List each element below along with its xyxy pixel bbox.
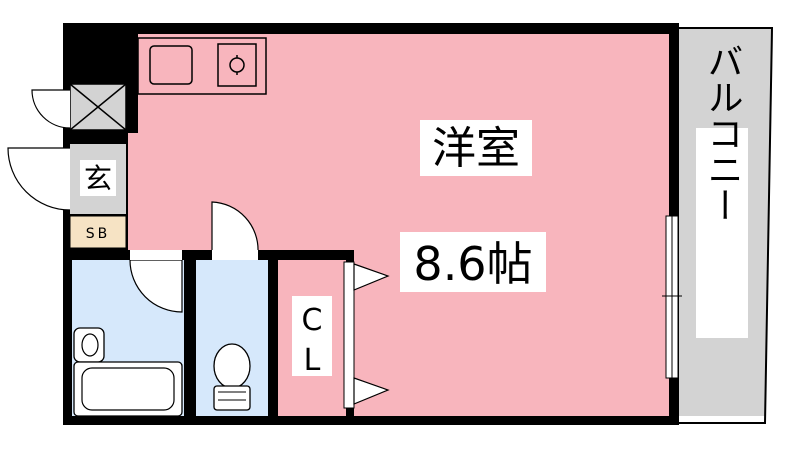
- western-room-floor: [128, 34, 669, 250]
- entrance-label-bg: [80, 160, 116, 196]
- utility-shaft-cross-2: [69, 83, 127, 131]
- western-room-label-bg: [420, 120, 532, 176]
- bathtub-icon: [73, 361, 183, 417]
- door-gap-bath: [130, 250, 182, 260]
- door-gap-toilet: [212, 250, 258, 260]
- closet-label-bg: [292, 296, 332, 376]
- western-room-size: 8.6帖: [413, 237, 532, 291]
- wall-bath-toilet: [184, 250, 196, 425]
- western-room-label: 洋室: [432, 123, 520, 174]
- wall-entry-lower: [126, 140, 128, 250]
- shoe-box-label: SB: [86, 226, 111, 242]
- bathroom-door-swing: [129, 259, 183, 313]
- door-swing-upper: [31, 89, 71, 129]
- wash-basin-bowl: [81, 333, 99, 357]
- wash-basin-icon: [73, 327, 105, 363]
- toilet-bowl-icon: [213, 343, 251, 389]
- wall-toilet-closet: [268, 250, 278, 425]
- closet-label-c: C: [302, 303, 323, 338]
- closet-door-leaf-lower: [353, 377, 390, 405]
- door-swing-entrance: [7, 147, 71, 211]
- wall-bath-top: [63, 250, 354, 260]
- toilet-door-swing: [211, 201, 259, 253]
- balcony-rail: [679, 27, 774, 424]
- western-room-size-bg: [400, 232, 546, 292]
- closet-door-leaf-upper: [353, 263, 390, 291]
- entrance-label: 玄: [84, 162, 112, 195]
- balcony-label: バルコニー: [702, 43, 743, 223]
- closet-label-l: L: [304, 343, 321, 378]
- bathtub-inner: [81, 367, 175, 411]
- toilet-tank-icon: [213, 385, 251, 411]
- wall-entry-vertical: [126, 23, 138, 133]
- closet-door-frame: [343, 261, 355, 409]
- sink-icon: [149, 45, 193, 85]
- stove-icon: [217, 43, 257, 87]
- balcony-label-bg: [696, 128, 748, 338]
